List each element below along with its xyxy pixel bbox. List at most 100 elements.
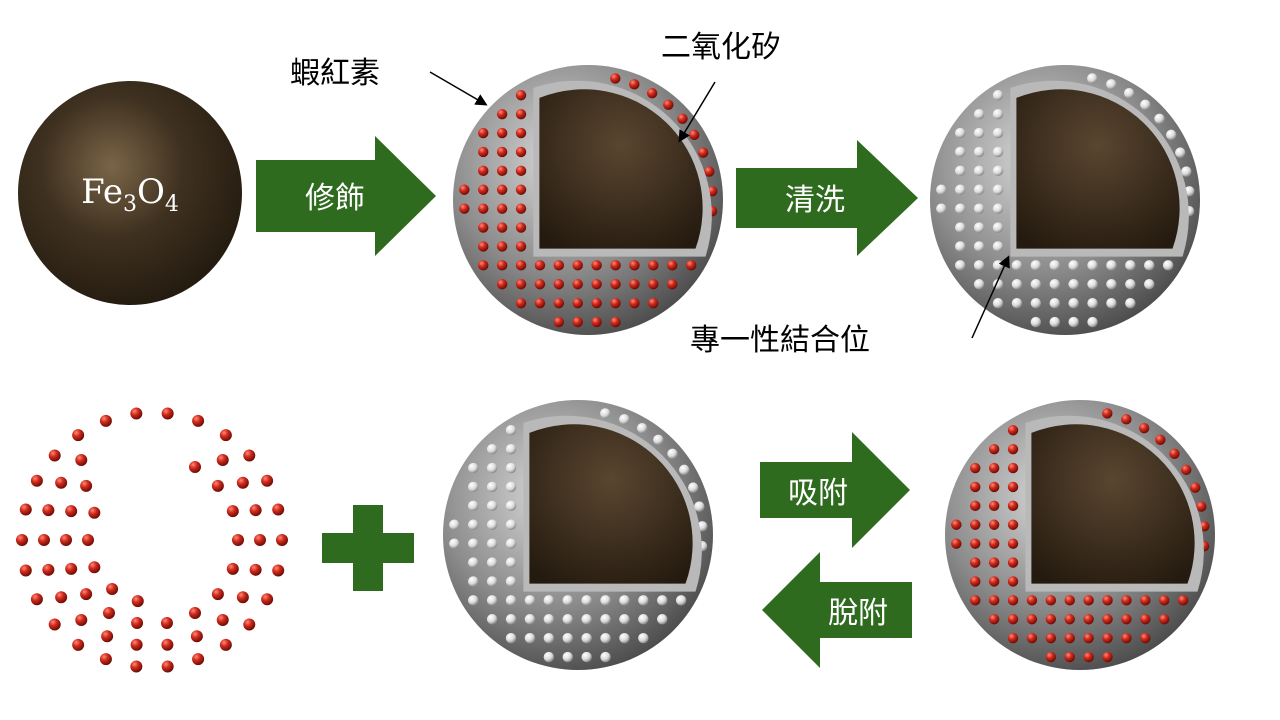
surface-dot (1045, 595, 1057, 606)
template-molecule (88, 506, 101, 519)
surface-dot (1102, 651, 1113, 663)
surface-dot (955, 222, 966, 233)
template-molecule (192, 414, 205, 427)
surface-dot (505, 557, 517, 568)
arrow-wash-label: 清洗 (785, 183, 845, 218)
surface-dot (1030, 316, 1042, 328)
template-molecule (80, 479, 93, 492)
surface-dot (988, 538, 1000, 549)
surface-dot (988, 481, 1000, 493)
surface-dot (694, 501, 705, 512)
surface-dot (1106, 260, 1117, 271)
surface-dot (600, 651, 611, 663)
surface-dot (459, 203, 470, 214)
surface-dot (515, 297, 527, 309)
surface-dot (1083, 595, 1094, 606)
surface-dot (629, 279, 640, 290)
surface-dot (1087, 260, 1098, 271)
template-molecule (101, 630, 114, 643)
surface-dot (496, 108, 508, 120)
surface-dot (478, 222, 489, 233)
surface-dot (992, 108, 1004, 120)
surface-dot (988, 443, 1000, 455)
surface-dot (1154, 113, 1165, 124)
surface-dot (543, 651, 555, 663)
surface-dot (486, 557, 498, 568)
surface-dot (553, 316, 565, 328)
surface-dot (515, 146, 527, 158)
surface-dot (1087, 73, 1098, 84)
surface-dot (610, 260, 621, 271)
surface-dot (1045, 632, 1057, 644)
surface-dot (1045, 651, 1057, 663)
surface-dot (951, 538, 962, 549)
surface-dot (1007, 500, 1019, 512)
template-molecule (65, 562, 78, 575)
surface-dot (1007, 538, 1019, 549)
surface-dot (1190, 482, 1201, 493)
surface-dot (648, 260, 659, 271)
surface-dot (1155, 434, 1166, 445)
surface-dot (543, 614, 555, 625)
arrow-modify-label: 修飾 (305, 181, 365, 216)
template-molecule (55, 476, 68, 489)
surface-dot (973, 146, 985, 158)
surface-dot (478, 165, 489, 177)
template-molecule (30, 593, 43, 606)
surface-dot (667, 260, 678, 271)
template-molecule (19, 503, 32, 516)
surface-dot (553, 260, 565, 271)
surface-dot (505, 614, 517, 625)
surface-dot (505, 632, 517, 644)
sphere-empty-sites (443, 400, 713, 670)
surface-dot (1007, 443, 1019, 455)
surface-dot (648, 297, 659, 309)
surface-dot (1083, 614, 1094, 625)
surface-dot (486, 481, 498, 493)
surface-dot (581, 651, 592, 663)
arrow-adsorb: 吸附 (760, 432, 910, 548)
surface-dot (496, 165, 508, 177)
surface-dot (610, 279, 621, 290)
surface-dot (1049, 316, 1060, 328)
surface-dot (698, 147, 709, 158)
surface-dot (524, 595, 536, 606)
surface-dot (496, 260, 508, 271)
surface-dot (1030, 260, 1042, 271)
surface-dot (486, 519, 498, 530)
template-molecule (48, 449, 61, 462)
template-molecule (189, 606, 201, 619)
surface-dot (988, 500, 1000, 512)
free-template-molecules (16, 407, 288, 673)
surface-dot (992, 184, 1004, 195)
template-molecule (75, 454, 88, 467)
template-molecule (30, 474, 43, 487)
surface-dot (581, 632, 592, 644)
sphere-adsorbed (945, 400, 1215, 670)
surface-dot (449, 519, 460, 530)
template-molecule (161, 638, 174, 651)
surface-dot (992, 127, 1004, 139)
surface-dot (1007, 462, 1019, 474)
callout-binding-sites: 專一性結合位 (690, 255, 1010, 358)
surface-dot (505, 595, 517, 606)
template-molecule (99, 414, 112, 427)
surface-dot (1175, 147, 1186, 158)
template-molecule (72, 429, 85, 442)
surface-dot (992, 241, 1004, 252)
surface-dot (478, 260, 489, 271)
surface-dot (988, 557, 1000, 568)
surface-dot (1162, 260, 1174, 271)
surface-dot (478, 184, 489, 195)
surface-dot (951, 519, 962, 530)
surface-dot (657, 614, 668, 625)
surface-dot (636, 422, 648, 434)
template-molecule (243, 449, 256, 462)
surface-dot (515, 203, 527, 214)
surface-dot (970, 500, 981, 512)
surface-dot (992, 203, 1004, 214)
template-molecule (226, 505, 239, 518)
template-molecule (211, 479, 224, 492)
surface-dot (1026, 632, 1038, 644)
template-molecule (276, 534, 288, 546)
